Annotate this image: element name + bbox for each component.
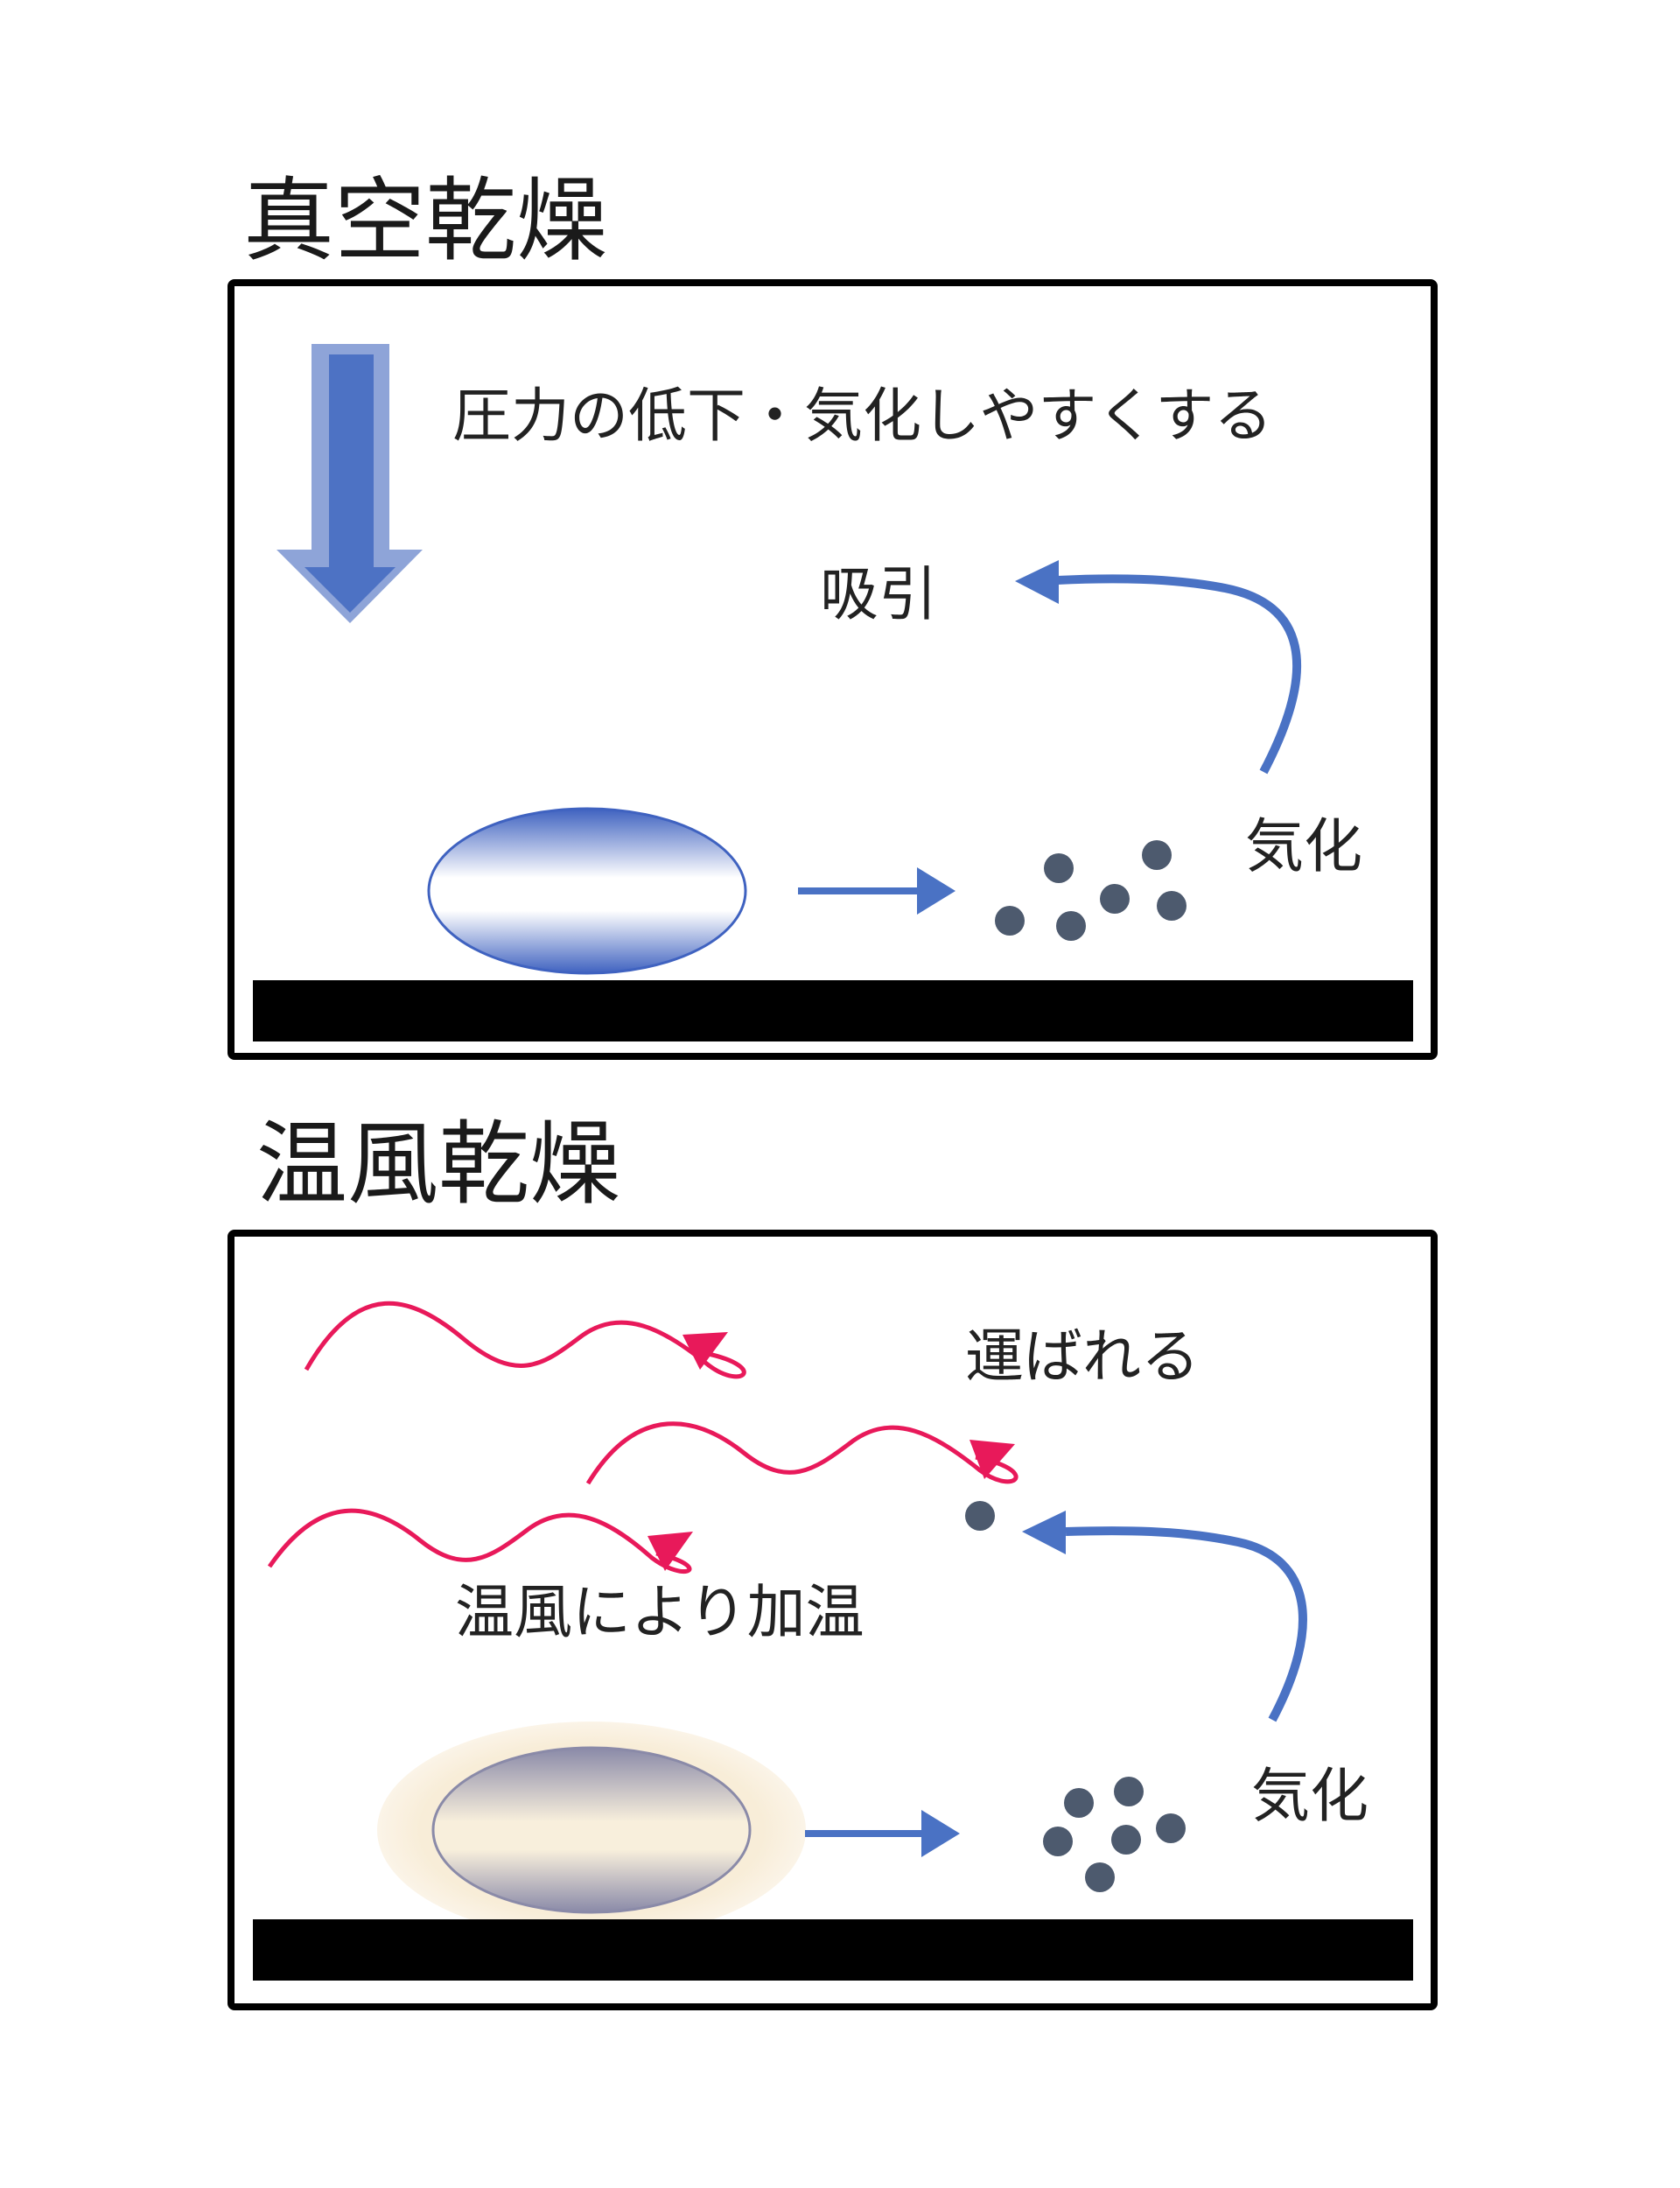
vapor-particle bbox=[1157, 891, 1186, 921]
wavy-arrow-icon bbox=[585, 1421, 1018, 1485]
vapor-particle bbox=[1142, 840, 1172, 870]
carried-vapor-particle bbox=[965, 1501, 995, 1531]
vapor-particles bbox=[1043, 1777, 1186, 1892]
vacuum-title: 真空乾燥 bbox=[243, 167, 607, 274]
curved-arrow-icon bbox=[1022, 1511, 1307, 1722]
vacuum-section: 真空乾燥 圧力の低下・気化しやすくする 吸引 気化 bbox=[228, 167, 1438, 1060]
curved-arrow-icon bbox=[1015, 560, 1302, 775]
vapor-particle bbox=[1156, 1813, 1186, 1843]
vapor-particle bbox=[1114, 1777, 1144, 1806]
hot-air-section: 温風乾燥 運ばれる 温風により加温 気化 bbox=[228, 1111, 1438, 2010]
vapor-particle bbox=[995, 906, 1025, 936]
vapor-particles bbox=[995, 840, 1186, 941]
hot-air-base-plate bbox=[253, 1919, 1413, 1981]
liquid-droplet bbox=[427, 807, 747, 975]
wavy-arrow-icon bbox=[304, 1301, 746, 1379]
right-arrow-icon bbox=[805, 1810, 960, 1857]
vapor-particle bbox=[1111, 1825, 1141, 1855]
hot-air-title: 温風乾燥 bbox=[256, 1111, 620, 1217]
vaporize-label-hot-air: 気化 bbox=[1251, 1762, 1368, 1830]
carried-label: 運ばれる bbox=[965, 1322, 1200, 1391]
vapor-particle bbox=[1100, 884, 1130, 914]
down-arrow-icon bbox=[276, 344, 423, 623]
vapor-particle bbox=[1085, 1862, 1115, 1892]
wavy-arrow-icon bbox=[267, 1508, 693, 1574]
vacuum-base-plate bbox=[253, 980, 1413, 1041]
suction-label: 吸引 bbox=[820, 560, 937, 628]
vapor-particle bbox=[1064, 1788, 1094, 1818]
right-arrow-icon bbox=[798, 867, 956, 915]
vapor-particle bbox=[1043, 1827, 1073, 1856]
heated-liquid-droplet bbox=[431, 1746, 752, 1914]
pressure-label: 圧力の低下・気化しやすくする bbox=[452, 382, 1272, 450]
vapor-particle bbox=[1044, 853, 1074, 883]
vaporize-label-vacuum: 気化 bbox=[1245, 812, 1362, 880]
heating-label: 温風により加温 bbox=[455, 1578, 864, 1646]
vapor-particle bbox=[1056, 911, 1086, 941]
